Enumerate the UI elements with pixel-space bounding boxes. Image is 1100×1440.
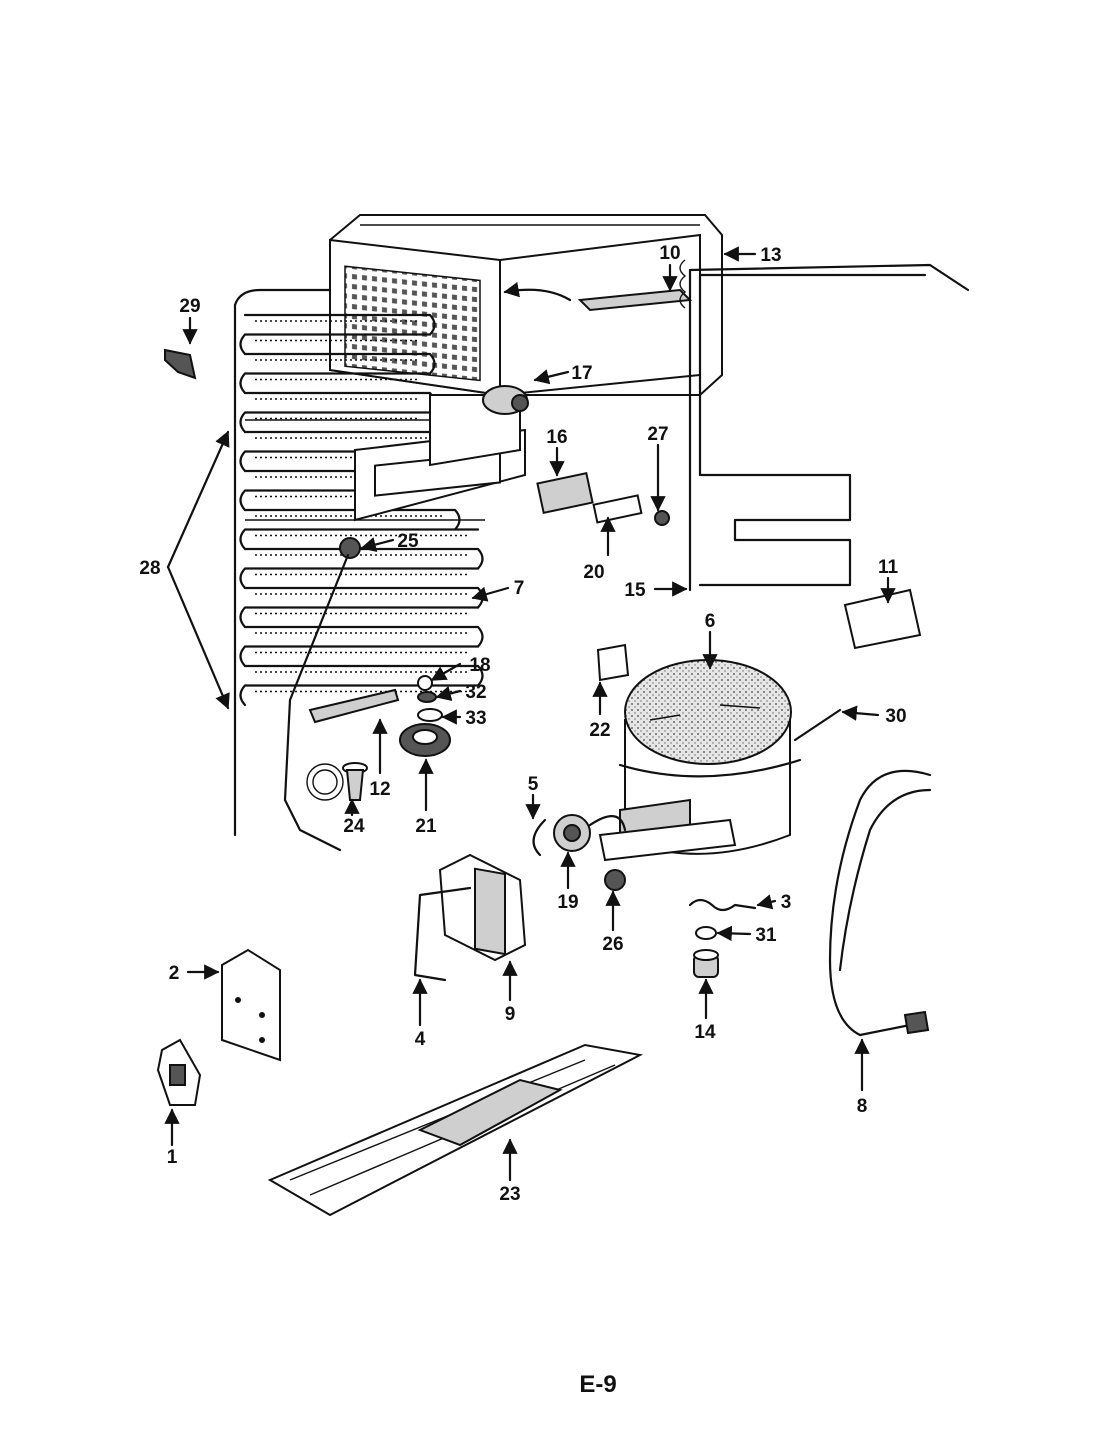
callout-16: 16 [546,427,567,448]
callout-17: 17 [571,363,592,384]
coil-row [239,567,480,590]
callout-22: 22 [589,720,610,741]
coil-rows [239,313,484,707]
fan-bracket [413,853,527,982]
callout-3: 3 [781,892,792,913]
callout-26: 26 [602,934,623,955]
callout-5: 5 [528,774,539,795]
callout-21: 21 [415,816,437,837]
coil-row [239,411,432,434]
part-27 [654,510,670,526]
coil-row [243,352,436,375]
callout-30: 30 [885,706,906,727]
condenser-coil [233,288,485,837]
callout-6: 6 [705,611,716,632]
coil-row [239,489,457,512]
coil-row [239,450,457,473]
callout-15: 15 [624,580,646,601]
callout-25: 25 [397,531,419,552]
callout-14: 14 [694,1022,716,1043]
defrost-heater [679,259,970,592]
page-label: E-9 [579,1371,616,1398]
callout-8: 8 [857,1096,868,1117]
callout-11: 11 [878,557,899,578]
coil-row [243,313,436,336]
part-12 [308,688,400,724]
part-3 [688,898,757,912]
capillary-tube [283,537,361,852]
part-21 [399,723,451,757]
callout-7: 7 [514,578,525,599]
relay-assembly [532,814,627,857]
part-1 [156,1038,202,1106]
callout-labels: 1 2 3 4 5 6 7 8 9 10 11 12 13 14 15 16 1… [139,243,906,1205]
callout-2: 2 [169,963,180,984]
coil-row [239,372,432,395]
part-18 [417,675,433,691]
callout-20: 20 [583,562,604,583]
part-11 [843,588,922,650]
callout-31: 31 [755,925,777,946]
base-rail [267,1043,644,1217]
part-17 [482,385,529,415]
coil-row [243,664,484,687]
callout-9: 9 [505,1004,516,1025]
part-20 [592,494,643,524]
callout-28: 28 [139,558,160,579]
callout-29: 29 [179,296,200,317]
part-31 [695,926,717,940]
coil-row [243,586,484,609]
power-cord [828,769,932,1037]
part-32 [417,691,437,703]
callout-32: 32 [465,682,486,703]
part-24 [342,762,368,801]
coil-row [239,606,480,629]
coil-row [239,333,432,356]
callout-19: 19 [557,892,578,913]
part-29 [164,348,197,380]
callout-10: 10 [659,243,680,264]
compressor [598,659,842,862]
coil-row [243,391,436,414]
freezer-liner [329,214,723,397]
part-33 [417,708,443,722]
callout-18: 18 [469,655,490,676]
coil-row [243,508,461,531]
callout-13: 13 [760,245,781,266]
callout-1: 1 [167,1147,178,1168]
part-26 [604,869,626,891]
coil-row [239,528,480,551]
part-16 [536,471,594,515]
coil-row [243,625,484,648]
callout-27: 27 [647,424,668,445]
leader-lines [164,246,896,1182]
callout-23: 23 [499,1184,520,1205]
callout-4: 4 [415,1029,426,1050]
callout-33: 33 [465,708,486,729]
callout-12: 12 [369,779,390,800]
coil-row [243,547,484,570]
coil-row [239,645,480,668]
callout-24: 24 [343,816,365,837]
part-22 [596,643,630,682]
coil-row [239,684,480,707]
part-2 [221,948,281,1062]
part-14 [693,949,719,978]
